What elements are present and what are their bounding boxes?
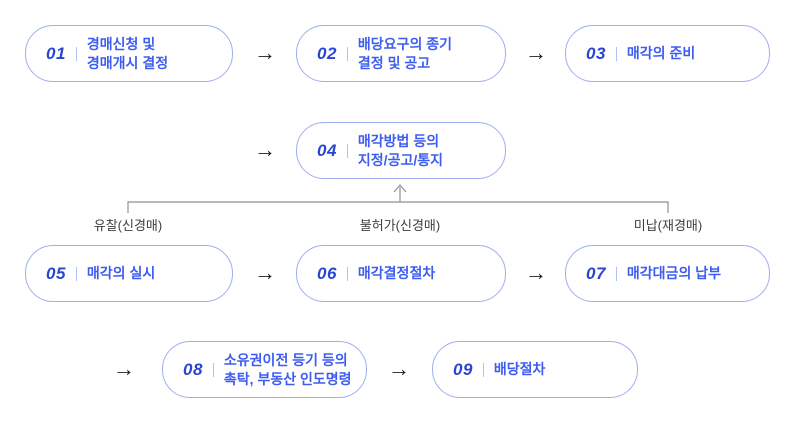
up-arrowhead-icon	[393, 184, 407, 193]
step-number: 04	[317, 140, 337, 160]
step-label: 경매신청 및 경매개시 결정	[86, 35, 169, 71]
flow-arrow-icon: →	[525, 40, 547, 65]
step-box-02: 02 배당요구의 종기 결정 및 공고	[296, 25, 506, 82]
step-number: 02	[317, 43, 337, 63]
branch-label-failed-bid: 유찰(신경매)	[93, 218, 163, 233]
step-number: 09	[453, 359, 473, 379]
step-label: 매각의 준비	[626, 45, 696, 61]
step-number: 06	[317, 263, 337, 283]
step-label: 소유권이전 등기 등의 촉탁, 부동산 인도명령	[223, 351, 352, 387]
branch-label-disallowed: 불허가(신경매)	[359, 218, 441, 233]
separator	[212, 362, 214, 377]
separator	[346, 46, 348, 61]
separator	[482, 362, 484, 377]
branch-label-unpaid: 미납(재경매)	[633, 218, 703, 233]
step-box-05: 05 매각의 실시	[25, 245, 233, 302]
separator	[346, 143, 348, 158]
flow-arrow-icon: →	[113, 356, 135, 381]
separator	[615, 266, 617, 281]
step-label: 매각의 실시	[86, 265, 156, 281]
step-box-09: 09 배당절차	[432, 341, 638, 398]
step-number: 03	[586, 43, 606, 63]
step-number: 08	[183, 359, 203, 379]
step-number: 07	[586, 263, 606, 283]
step-box-08: 08 소유권이전 등기 등의 촉탁, 부동산 인도명령	[162, 341, 367, 398]
separator	[75, 266, 77, 281]
step-box-03: 03 매각의 준비	[565, 25, 770, 82]
step-label: 매각결정절차	[357, 265, 436, 281]
flow-arrow-icon: →	[254, 137, 276, 162]
step-box-06: 06 매각결정절차	[296, 245, 506, 302]
flow-arrow-icon: →	[388, 356, 410, 381]
separator	[615, 46, 617, 61]
step-box-01: 01 경매신청 및 경매개시 결정	[25, 25, 233, 82]
separator	[75, 46, 77, 61]
step-label: 매각방법 등의 지정/공고/통지	[357, 132, 443, 168]
separator	[346, 266, 348, 281]
flow-arrow-icon: →	[254, 260, 276, 285]
step-number: 01	[46, 43, 66, 63]
flow-arrow-icon: →	[525, 260, 547, 285]
step-label: 배당요구의 종기 결정 및 공고	[357, 35, 452, 71]
flow-arrow-icon: →	[254, 40, 276, 65]
step-box-04: 04 매각방법 등의 지정/공고/통지	[296, 122, 506, 179]
step-box-07: 07 매각대금의 납부	[565, 245, 770, 302]
step-label: 배당절차	[493, 361, 546, 377]
step-number: 05	[46, 263, 66, 283]
step-label: 매각대금의 납부	[626, 265, 721, 281]
